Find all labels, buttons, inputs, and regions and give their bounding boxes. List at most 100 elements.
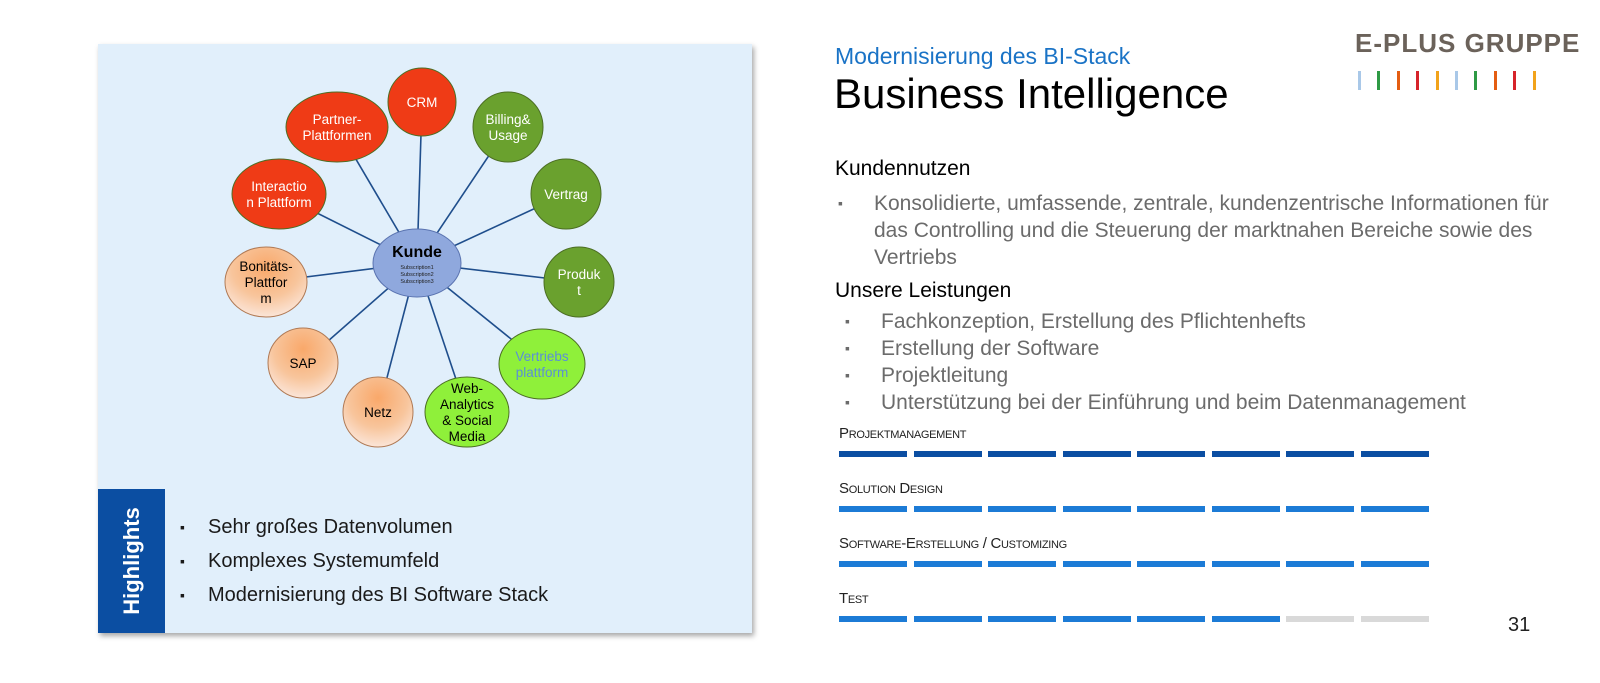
progress-segment-filled (1062, 451, 1131, 457)
services-heading: Unsere Leistungen (835, 279, 1012, 302)
progress-segment-filled (1360, 561, 1429, 567)
logo-bar (1377, 71, 1381, 90)
logo-bar (1474, 71, 1478, 90)
slide-title: Business Intelligence (834, 70, 1229, 117)
progress-segment-filled (988, 561, 1056, 567)
system-node: Partner-Plattformen (285, 91, 389, 163)
node-label: plattform (516, 365, 569, 380)
progress-segment-filled (913, 616, 982, 622)
node-label: Vertrag (544, 187, 588, 202)
benefit-list: Konsolidierte, umfassende, zentrale, kun… (838, 190, 1558, 271)
subscription-label: Subscription2 (400, 272, 433, 278)
progress-segment-empty (1286, 616, 1354, 622)
logo-color-bars (1358, 71, 1543, 91)
node-label: Plattfor (245, 275, 288, 290)
progress-software-erstellung: Software-Erstellung / Customizing (839, 535, 1439, 567)
progress-segment-filled (839, 616, 907, 622)
progress-test: Test (839, 590, 1439, 622)
progress-segment-empty (1360, 616, 1429, 622)
progress-segment-filled (1211, 451, 1280, 457)
benefit-heading: Kundennutzen (835, 157, 971, 180)
node-label: Interactio (251, 179, 307, 194)
node-circle (267, 327, 339, 399)
progress-segment-filled (839, 451, 907, 457)
highlights-list: Sehr großes Datenvolumen Komplexes Syste… (180, 510, 548, 612)
node-label: Analytics (440, 397, 494, 412)
logo-bar (1396, 71, 1400, 90)
logo-bar (1455, 71, 1458, 90)
progress-segment-filled (1286, 506, 1354, 512)
logo-bar (1513, 71, 1517, 90)
logo-bar (1435, 71, 1439, 90)
progress-segment-filled (1062, 616, 1131, 622)
node-label: Billing& (485, 112, 530, 127)
node-label: Web- (451, 381, 483, 396)
progress-segment-filled (1211, 616, 1280, 622)
node-circle (342, 376, 414, 448)
progress-segment-filled (839, 506, 907, 512)
progress-segment-filled (913, 506, 982, 512)
services-list: Fachkonzeption, Erstellung des Pflichten… (845, 308, 1466, 416)
progress-track (839, 451, 1439, 457)
progress-segment-filled (1137, 561, 1205, 567)
progress-segment-filled (1286, 561, 1354, 567)
progress-segment-filled (1137, 451, 1205, 457)
progress-label: Solution Design (839, 480, 943, 497)
node-label: n Plattform (246, 195, 311, 210)
service-item: Fachkonzeption, Erstellung des Pflichten… (845, 308, 1466, 335)
system-node: Netz (342, 376, 414, 448)
progress-segment-filled (988, 616, 1056, 622)
logo-bar (1532, 71, 1536, 90)
node-label: Usage (488, 128, 527, 143)
node-label: SAP (289, 356, 316, 371)
node-label: CRM (407, 95, 438, 110)
progress-segment-filled (1211, 506, 1280, 512)
progress-label: Test (839, 590, 869, 607)
progress-track (839, 616, 1439, 622)
node-label: Plattformen (302, 128, 371, 143)
progress-solution-design: Solution Design (839, 480, 1439, 512)
progress-projektmanagement: Projektmanagement (839, 425, 1439, 457)
service-item: Projektleitung (845, 362, 1466, 389)
customer-node (372, 228, 462, 298)
service-item: Erstellung der Software (845, 335, 1466, 362)
progress-segment-filled (913, 561, 982, 567)
node-label: t (577, 283, 581, 298)
logo-bar (1416, 71, 1420, 90)
node-label: m (260, 291, 271, 306)
progress-segment-filled (988, 506, 1056, 512)
node-label: & Social (442, 413, 492, 428)
progress-segment-filled (1137, 616, 1205, 622)
progress-segment-filled (1360, 451, 1429, 457)
logo-bar (1493, 71, 1497, 90)
progress-track (839, 506, 1439, 512)
system-node: CRM (387, 67, 457, 137)
node-label: Vertriebs (515, 349, 569, 364)
node-label: Netz (364, 405, 392, 420)
node-label: Bonitäts- (239, 259, 292, 274)
highlight-item: Modernisierung des BI Software Stack (180, 578, 548, 612)
node-circle (472, 91, 544, 163)
progress-segment-filled (988, 451, 1056, 457)
highlight-item: Komplexes Systemumfeld (180, 544, 548, 578)
system-node: SAP (267, 327, 339, 399)
node-label: Produk (558, 267, 601, 282)
progress-segment-filled (1360, 506, 1429, 512)
node-circle (498, 328, 586, 400)
service-item: Unterstützung bei der Einführung und bei… (845, 389, 1466, 416)
subscription-label: Subscription3 (400, 279, 433, 285)
customer-system-diagram: CRM Billing&UsageVertragProduktVertriebsp… (224, 67, 615, 448)
customer-label: Kunde (392, 244, 442, 261)
benefit-item: Konsolidierte, umfassende, zentrale, kun… (838, 190, 1558, 271)
system-node: Bonitäts-Plattform (224, 246, 308, 318)
system-node: Billing&Usage (472, 91, 544, 163)
node-label: Partner- (313, 112, 362, 127)
system-node: Vertrag (530, 158, 602, 230)
progress-segment-filled (1062, 561, 1131, 567)
